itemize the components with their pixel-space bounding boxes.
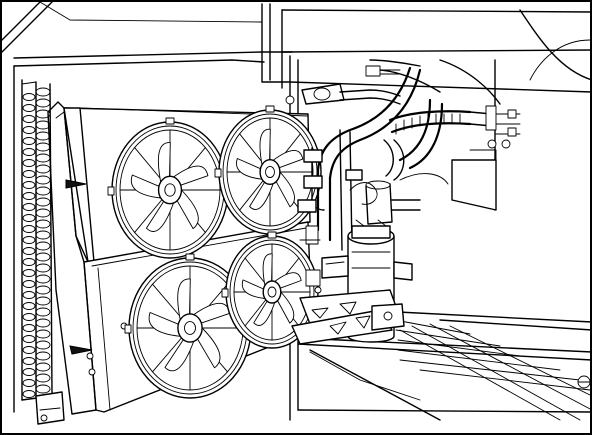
coil-ring — [22, 93, 36, 101]
coil-ring — [22, 236, 36, 244]
coil-ring — [22, 214, 36, 222]
coil-ring — [35, 274, 51, 284]
coil-ring — [35, 87, 51, 97]
coil-ring — [35, 340, 51, 350]
coil-ring — [22, 126, 36, 134]
coil-ring — [35, 219, 51, 229]
coil-ring — [35, 208, 51, 218]
coil-ring — [22, 170, 36, 178]
fan — [124, 253, 252, 399]
fan — [107, 117, 229, 259]
coil-ring — [35, 230, 51, 240]
coil-ring — [35, 98, 51, 108]
coil-ring — [35, 109, 51, 119]
coil-ring — [22, 313, 36, 321]
coil-ring — [22, 324, 36, 332]
coil-ring — [22, 203, 36, 211]
coil-ring — [35, 263, 51, 273]
coil-ring — [22, 269, 36, 277]
coil-ring — [35, 175, 51, 185]
coil-ring — [22, 192, 36, 200]
coil-ring — [35, 197, 51, 207]
coil-ring — [22, 137, 36, 145]
coil-ring — [35, 241, 51, 251]
coil-ring — [22, 302, 36, 310]
coil-ring — [35, 329, 51, 339]
coil-ring — [22, 225, 36, 233]
coil-ring — [22, 247, 36, 255]
coil-ring — [35, 296, 51, 306]
coil-ring — [22, 357, 36, 365]
coil-ring — [35, 351, 51, 361]
coil-ring — [22, 115, 36, 123]
coil-ring — [22, 181, 36, 189]
fan — [221, 231, 319, 349]
coil-ring — [22, 258, 36, 266]
coil-ring — [22, 390, 36, 398]
coil-ring — [35, 120, 51, 130]
coil-ring — [22, 148, 36, 156]
coil-rings — [22, 87, 51, 398]
fan — [214, 105, 322, 235]
coil-ring — [22, 379, 36, 387]
coil-ring — [35, 252, 51, 262]
coil-ring — [22, 368, 36, 376]
coil-ring — [22, 291, 36, 299]
coil-ring — [35, 373, 51, 383]
coil-ring — [35, 362, 51, 372]
fans — [107, 105, 322, 399]
coil-ring — [22, 346, 36, 354]
small-fittings — [285, 95, 321, 287]
coil-ring — [35, 307, 51, 317]
coil-ring — [35, 285, 51, 295]
piping — [297, 65, 521, 251]
coil-ring — [35, 186, 51, 196]
coil-ring — [35, 384, 51, 394]
mount-bracket — [291, 286, 405, 345]
coil-ring — [22, 280, 36, 288]
coil-ring — [35, 318, 51, 328]
coil-ring — [22, 159, 36, 167]
coil-ring — [22, 335, 36, 343]
coil-ring — [22, 104, 36, 112]
coil-ring — [35, 131, 51, 141]
